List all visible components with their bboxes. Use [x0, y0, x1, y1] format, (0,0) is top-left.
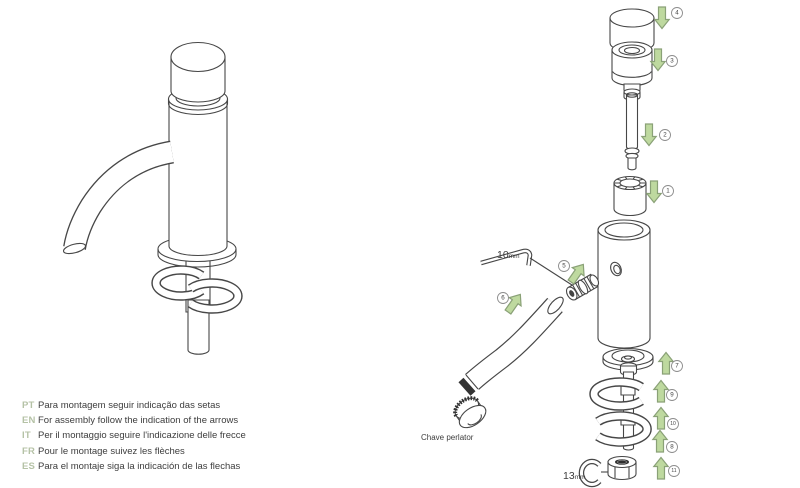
- step-8-arrow: [652, 429, 668, 453]
- instruction-row: ES Para el montaje siga la indicación de…: [22, 461, 246, 476]
- step-9-arrow: [653, 379, 669, 403]
- step-number: 4: [675, 10, 679, 17]
- step-number: 1: [666, 188, 670, 195]
- instruction-text: Para montagem seguir indicação das setas: [38, 400, 221, 411]
- mounting-brackets: [151, 265, 243, 314]
- step-number: 11: [671, 468, 676, 474]
- step-3-badge: 3: [666, 55, 678, 67]
- spout-part: [458, 296, 564, 396]
- step-number: 10: [670, 421, 676, 427]
- hex-key-size-label: 10mm: [497, 249, 520, 261]
- handle-sleeve-part: [611, 41, 653, 94]
- wrench-size-label: 13mm: [563, 470, 586, 482]
- faucet-body-part: [597, 219, 651, 349]
- instructions: PT Para montagem seguir indicação das se…: [22, 400, 246, 476]
- language-code: EN: [22, 415, 36, 427]
- instruction-row: FR Pour le montage suivez les flèches: [22, 446, 246, 461]
- bracket-part-lower: [595, 411, 652, 447]
- step-7-arrow: [658, 351, 674, 375]
- language-code: ES: [22, 460, 36, 472]
- step-1-arrow: [646, 180, 662, 204]
- instruction-row: EN For assembly follow the indication of…: [22, 415, 246, 430]
- step-number: 9: [670, 392, 674, 399]
- instruction-text: Per il montaggio seguire l'indicazione d…: [38, 430, 246, 442]
- instruction-row: IT Per il montaggio seguire l'indicazion…: [22, 430, 246, 445]
- step-6-badge: 6: [497, 292, 509, 304]
- perlator-wrench-tool: [453, 396, 487, 429]
- step-5-badge: 5: [558, 260, 570, 272]
- cartridge-stem-part: [623, 88, 641, 171]
- step-3-arrow: [650, 48, 666, 72]
- instruction-text: Para el montaje siga la indicación de la…: [38, 460, 241, 472]
- instruction-text: Pour le montage suivez les flèches: [38, 445, 185, 457]
- step-9-badge: 9: [666, 389, 678, 401]
- step-number: 8: [670, 444, 674, 451]
- step-11-badge: 11: [668, 465, 680, 477]
- step-4-arrow: [654, 6, 670, 30]
- step-number: 7: [675, 363, 679, 370]
- step-11-arrow: [653, 456, 669, 480]
- step-8-badge: 8: [666, 441, 678, 453]
- faucet-body: [168, 99, 228, 257]
- bracket-part-upper: [589, 377, 644, 411]
- step-4-badge: 4: [671, 7, 683, 19]
- exploded-view-drawing: 10mm Chave perlator: [421, 6, 683, 488]
- step-10-badge: 10: [667, 418, 679, 430]
- step-number: 3: [670, 58, 674, 65]
- open-end-wrench-tool: [578, 458, 608, 488]
- step-7-badge: 7: [671, 360, 683, 372]
- hex-key-tool: [480, 248, 573, 286]
- step-number: 6: [501, 295, 505, 302]
- step-number: 5: [562, 263, 566, 270]
- cartridge-nut-part: [613, 175, 647, 217]
- spout-connector-part: [565, 273, 600, 301]
- step-number: 2: [663, 132, 667, 139]
- instruction-text: For assembly follow the indication of th…: [38, 415, 239, 427]
- faucet-knob: [170, 41, 226, 103]
- step-1-badge: 1: [662, 185, 674, 197]
- language-code: PT: [22, 400, 35, 411]
- perlator-wrench-label: Chave perlator: [421, 433, 474, 442]
- faucet-spout: [62, 140, 175, 255]
- aerator-part: [458, 377, 476, 396]
- step-10-arrow: [653, 406, 669, 430]
- assembled-faucet-drawing: [62, 41, 243, 355]
- step-2-badge: 2: [659, 129, 671, 141]
- language-code: IT: [22, 430, 31, 442]
- step-2-arrow: [641, 123, 657, 147]
- mounting-nut-part: [607, 455, 637, 481]
- instruction-row: PT Para montagem seguir indicação das se…: [22, 400, 246, 415]
- language-code: FR: [22, 445, 36, 457]
